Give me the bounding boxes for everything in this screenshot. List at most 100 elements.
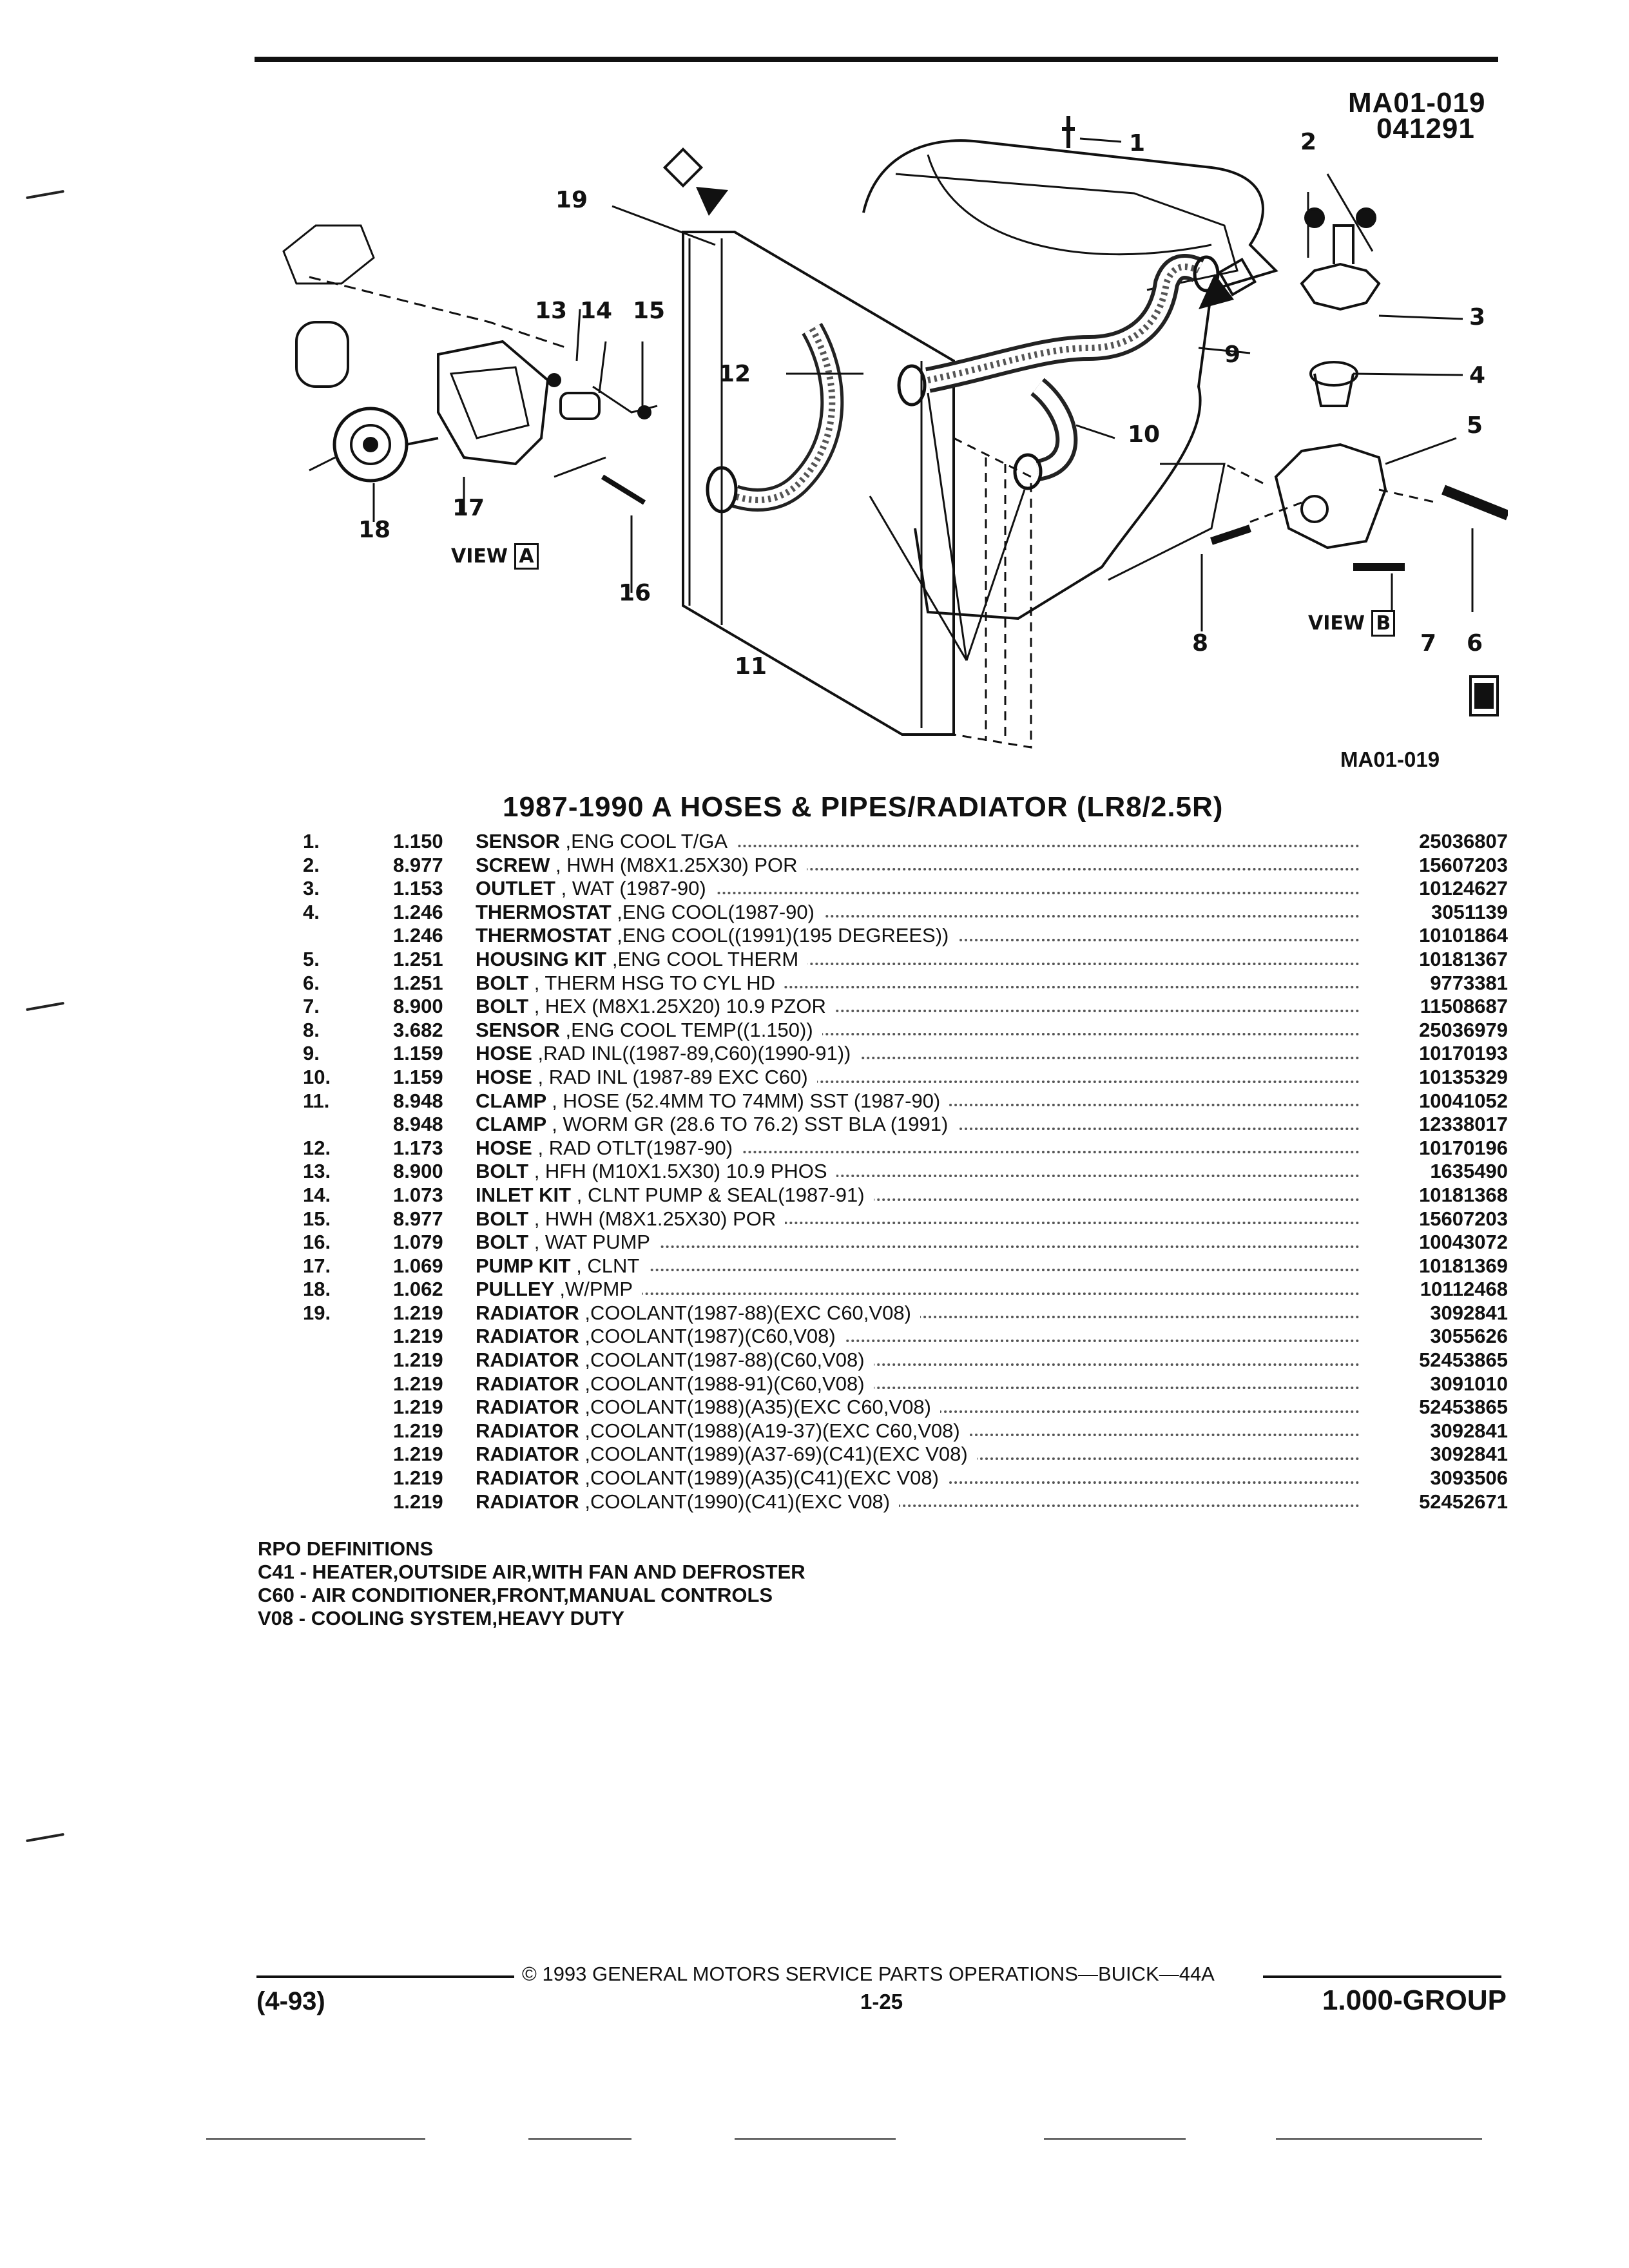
group-number: 1.062 <box>393 1278 443 1301</box>
item-number: 10. <box>303 1065 331 1088</box>
item-number: 15. <box>303 1207 331 1230</box>
part-name: HOSE <box>476 1136 532 1159</box>
item-number: 16. <box>303 1231 331 1254</box>
part-description: RADIATOR ,COOLANT(1989)(A37-69)(C41)(EXC… <box>476 1443 1360 1466</box>
part-name: RADIATOR <box>476 1372 579 1395</box>
rpo-item: C60 - AIR CONDITIONER,FRONT,MANUAL CONTR… <box>258 1584 773 1606</box>
part-name: HOSE <box>476 1065 532 1088</box>
rpo-definitions: RPO DEFINITIONS C41 - HEATER,OUTSIDE AIR… <box>258 1537 805 1630</box>
part-detail: , WORM GR (28.6 TO 76.2) SST BLA (1991) <box>552 1113 949 1136</box>
part-number: 15607203 <box>1419 853 1508 876</box>
item-number: 9. <box>303 1042 320 1065</box>
part-description: INLET KIT , CLNT PUMP & SEAL(1987-91) <box>476 1183 1360 1207</box>
part-detail: ,COOLANT(1989)(A35)(C41)(EXC V08) <box>584 1466 939 1490</box>
rpo-item: V08 - COOLING SYSTEM,HEAVY DUTY <box>258 1607 625 1629</box>
part-description: THERMOSTAT ,ENG COOL(1987-90) <box>476 900 1360 925</box>
part-number: 10181368 <box>1419 1183 1508 1206</box>
callout-11: 11 <box>735 653 767 680</box>
part-name: BOLT <box>476 971 529 994</box>
part-name: SENSOR <box>476 1018 560 1041</box>
part-name: RADIATOR <box>476 1490 579 1513</box>
group-number: 1.219 <box>393 1419 443 1442</box>
part-name: RADIATOR <box>476 1349 579 1372</box>
part-number: 12338017 <box>1419 1113 1508 1136</box>
parts-row: 1.219 RADIATOR ,COOLANT(1987)(C60,V08) 305… <box>303 1325 1508 1349</box>
part-description: HOSE ,RAD INL((1987-89,C60)(1990-91)) <box>476 1042 1360 1066</box>
part-number: 10181369 <box>1419 1254 1508 1277</box>
callout-13: 13 <box>535 298 568 324</box>
item-number: 19. <box>303 1301 331 1324</box>
part-description: RADIATOR ,COOLANT(1988)(A35)(EXC C60,V08… <box>476 1396 1360 1419</box>
group-number: 1.219 <box>393 1443 443 1466</box>
scan-rule <box>206 2138 425 2140</box>
group-number: 1.251 <box>393 947 443 970</box>
group-number: 1.159 <box>393 1065 443 1088</box>
group-number: 1.246 <box>393 924 443 947</box>
footer-rule-left <box>256 1975 514 1978</box>
parts-row: 1.246 THERMOSTAT ,ENG COOL((1991)(195 DEG… <box>303 924 1508 948</box>
margin-mark <box>26 1832 64 1843</box>
part-number: 9773381 <box>1430 971 1508 994</box>
margin-mark <box>26 1001 64 1012</box>
group-number: 8.977 <box>393 853 443 876</box>
callout-1: 1 <box>1129 130 1146 157</box>
item-number: 8. <box>303 1018 320 1041</box>
part-name: INLET KIT <box>476 1183 572 1206</box>
figure-id: MA01-019 <box>1348 87 1486 119</box>
item-number: 2. <box>303 853 320 876</box>
part-name: BOLT <box>476 1160 529 1183</box>
part-number: 3093506 <box>1430 1466 1508 1490</box>
part-number: 3055626 <box>1430 1325 1508 1348</box>
part-detail: ,W/PMP <box>559 1278 633 1301</box>
part-detail: , HWH (M8X1.25X30) POR <box>555 853 798 876</box>
part-description: SENSOR ,ENG COOL TEMP((1.150)) <box>476 1018 1360 1043</box>
part-name: HOUSING KIT <box>476 947 607 970</box>
part-name: RADIATOR <box>476 1396 579 1419</box>
part-number: 3092841 <box>1430 1419 1508 1442</box>
group-number: 1.219 <box>393 1325 443 1348</box>
part-detail: , CLNT PUMP & SEAL(1987-91) <box>576 1183 865 1206</box>
group-number: 1.159 <box>393 1042 443 1065</box>
part-description: PULLEY ,W/PMP <box>476 1278 1360 1302</box>
callout-16: 16 <box>619 580 651 606</box>
callout-2: 2 <box>1300 129 1317 155</box>
figure-date-code: 041291 <box>1376 113 1475 144</box>
part-detail: , CLNT <box>576 1254 640 1277</box>
part-description: RADIATOR ,COOLANT(1987)(C60,V08) <box>476 1325 1360 1349</box>
part-name: THERMOSTAT <box>476 924 612 947</box>
part-number: 15607203 <box>1419 1207 1508 1230</box>
page-number: 1-25 <box>860 1990 903 2013</box>
part-number: 10101864 <box>1419 924 1508 947</box>
parts-row: 1.219 RADIATOR ,COOLANT(1988)(A35)(EXC C6… <box>303 1396 1508 1419</box>
scan-rule <box>1044 2138 1186 2140</box>
group-number: 1.219 <box>393 1396 443 1419</box>
scan-rule <box>1276 2138 1482 2140</box>
part-description: RADIATOR ,COOLANT(1987-88)(EXC C60,V08) <box>476 1301 1360 1325</box>
exploded-parts-diagram <box>282 116 1508 749</box>
part-name: BOLT <box>476 995 529 1018</box>
part-description: THERMOSTAT ,ENG COOL((1991)(195 DEGREES)… <box>476 924 1360 948</box>
part-detail: , HOSE (52.4MM TO 74MM) SST (1987-90) <box>552 1089 941 1112</box>
callout-18: 18 <box>358 517 391 543</box>
part-description: RADIATOR ,COOLANT(1990)(C41)(EXC V08) <box>476 1490 1360 1514</box>
item-number: 1. <box>303 830 320 852</box>
part-detail: ,ENG COOL((1991)(195 DEGREES)) <box>617 924 949 947</box>
item-number: 3. <box>303 877 320 900</box>
top-rule <box>255 57 1498 62</box>
part-name: OUTLET <box>476 877 555 900</box>
group-number: 1.219 <box>393 1349 443 1372</box>
group-number: 1.079 <box>393 1231 443 1254</box>
part-description: HOSE , RAD OTLT(1987-90) <box>476 1136 1360 1160</box>
part-detail: ,ENG COOL T/GA <box>565 830 728 852</box>
